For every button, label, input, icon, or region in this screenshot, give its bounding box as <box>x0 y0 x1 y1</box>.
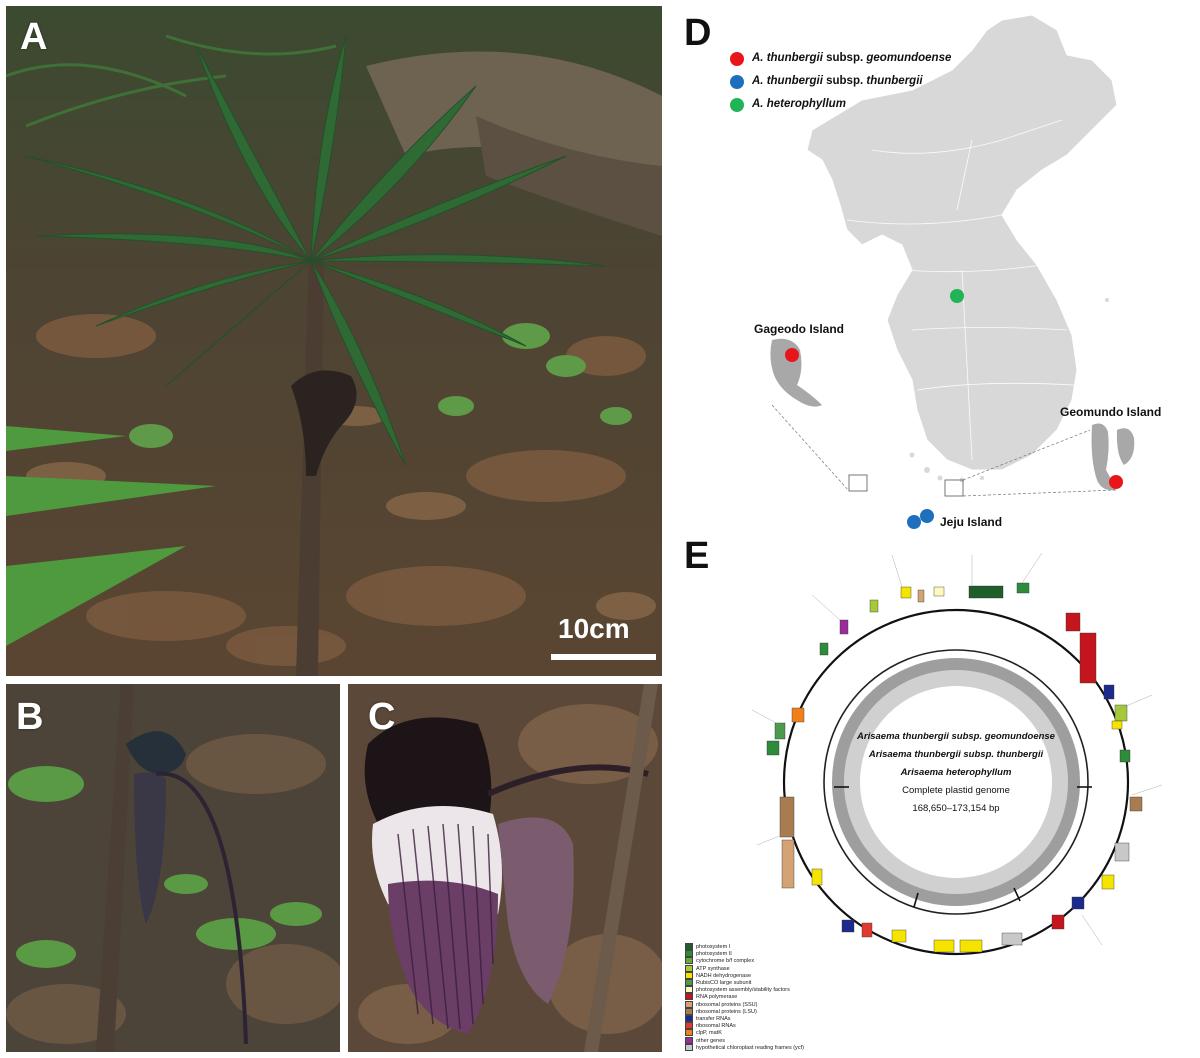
center-line-heterophyllum: Arisaema heterophyllum <box>900 767 1012 778</box>
jeju-marker-1 <box>907 515 921 529</box>
geomundo-locator-box <box>944 479 964 497</box>
gageodo-inset-shape <box>770 338 822 407</box>
legend-item: clpP, matK <box>685 1029 722 1037</box>
legend-dot-heterophyllum <box>730 98 744 112</box>
jeju-marker-2 <box>920 509 934 523</box>
legend-item: photosystem II <box>685 950 732 958</box>
panel-letter-e: E <box>684 535 710 577</box>
gageodo-marker <box>785 348 799 362</box>
geomundo-inset-shape-right <box>1116 428 1135 465</box>
panel-e-genome-map: E <box>672 535 1200 1058</box>
label-geomundo-island: Geomundo Island <box>1060 405 1162 419</box>
center-line-thunbergii: Arisaema thunbergii subsp. thunbergii <box>868 749 1044 760</box>
panel-c-photo: C <box>348 684 662 1052</box>
gene-blocks <box>766 582 1143 953</box>
spathe-side-photo <box>6 684 340 1052</box>
label-gageodo-island: Gageodo Island <box>754 322 845 336</box>
genome-backbone <box>782 608 1130 956</box>
map-legend: A. thunbergii subsp. geomundoense A. thu… <box>730 50 990 120</box>
legend-item: ATP synthase <box>685 964 730 972</box>
legend-item: cytochrome b/f complex <box>685 957 754 965</box>
gene-category-legend: photosystem I photosystem II cytochrome … <box>685 943 875 1055</box>
geomundo-marker <box>1109 475 1123 489</box>
center-line-description: Complete plastid genome <box>902 785 1010 796</box>
spathe-closeup-photo <box>348 684 662 1052</box>
legend-item: hypothetical chloroplast reading frames … <box>685 1043 804 1051</box>
panel-letter-b: B <box>16 696 44 738</box>
legend-item: transfer RNAs <box>685 1015 731 1022</box>
genome-center-text: Arisaema thunbergii subsp. geomundoense … <box>856 731 1056 831</box>
korea-map <box>770 14 1135 529</box>
scale-bar <box>551 654 656 660</box>
legend-dot-thunbergii <box>730 75 744 89</box>
gageodo-locator-box <box>848 474 868 492</box>
panel-letter-a: A <box>20 16 48 58</box>
legend-item: ribosomal proteins (LSU) <box>685 1007 757 1015</box>
panel-letter-d: D <box>684 12 712 54</box>
legend-item: RubisCO large subunit <box>685 979 751 986</box>
label-jeju-island: Jeju Island <box>940 515 1003 529</box>
panel-d-map: D A. thunbergii subsp. geomundoense A. t… <box>672 0 1200 535</box>
panel-b-photo: B <box>6 684 340 1052</box>
heterophyllum-marker <box>950 289 964 303</box>
legend-item: other genes <box>685 1036 725 1044</box>
legend-item: ribosomal proteins (SSU) <box>685 1000 757 1008</box>
plastome-circle <box>751 552 1163 956</box>
peninsula-outline <box>806 14 1118 471</box>
legend-label-geomundoense: A. thunbergii subsp. geomundoense <box>752 52 952 64</box>
legend-item: photosystem I <box>685 943 730 950</box>
legend-label-thunbergii: A. thunbergii subsp. thunbergii <box>752 75 923 87</box>
geomundo-inset-shape-left <box>1091 423 1116 491</box>
panel-a-photo: A 10cm <box>6 6 662 676</box>
legend-item: NADH dehydrogenase <box>685 971 751 979</box>
panel-letter-c: C <box>368 696 396 738</box>
legend-item: photosystem assembly/stability factors <box>685 986 790 994</box>
legend-label-heterophyllum: A. heterophyllum <box>752 98 846 110</box>
center-line-length: 168,650–173,154 bp <box>912 803 1000 814</box>
legend-item: ribosomal RNAs <box>685 1022 736 1030</box>
legend-item: RNA polymerase <box>685 993 737 1001</box>
legend-dot-geomundoense <box>730 52 744 66</box>
scale-bar-label: 10cm <box>558 613 630 644</box>
arisaema-plant-photo <box>6 6 662 676</box>
center-line-geomundoense: Arisaema thunbergii subsp. geomundoense <box>857 731 1055 742</box>
